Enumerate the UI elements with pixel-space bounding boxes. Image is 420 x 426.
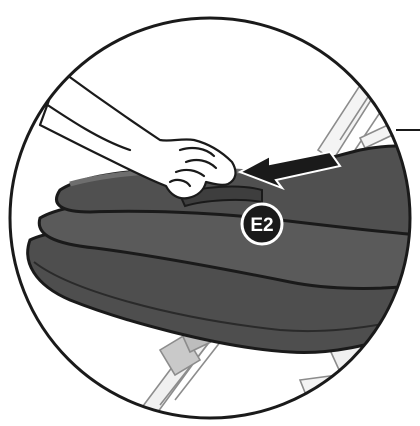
callout-label: E2 xyxy=(250,215,273,236)
callout-badge-e2: E2 xyxy=(242,204,282,244)
